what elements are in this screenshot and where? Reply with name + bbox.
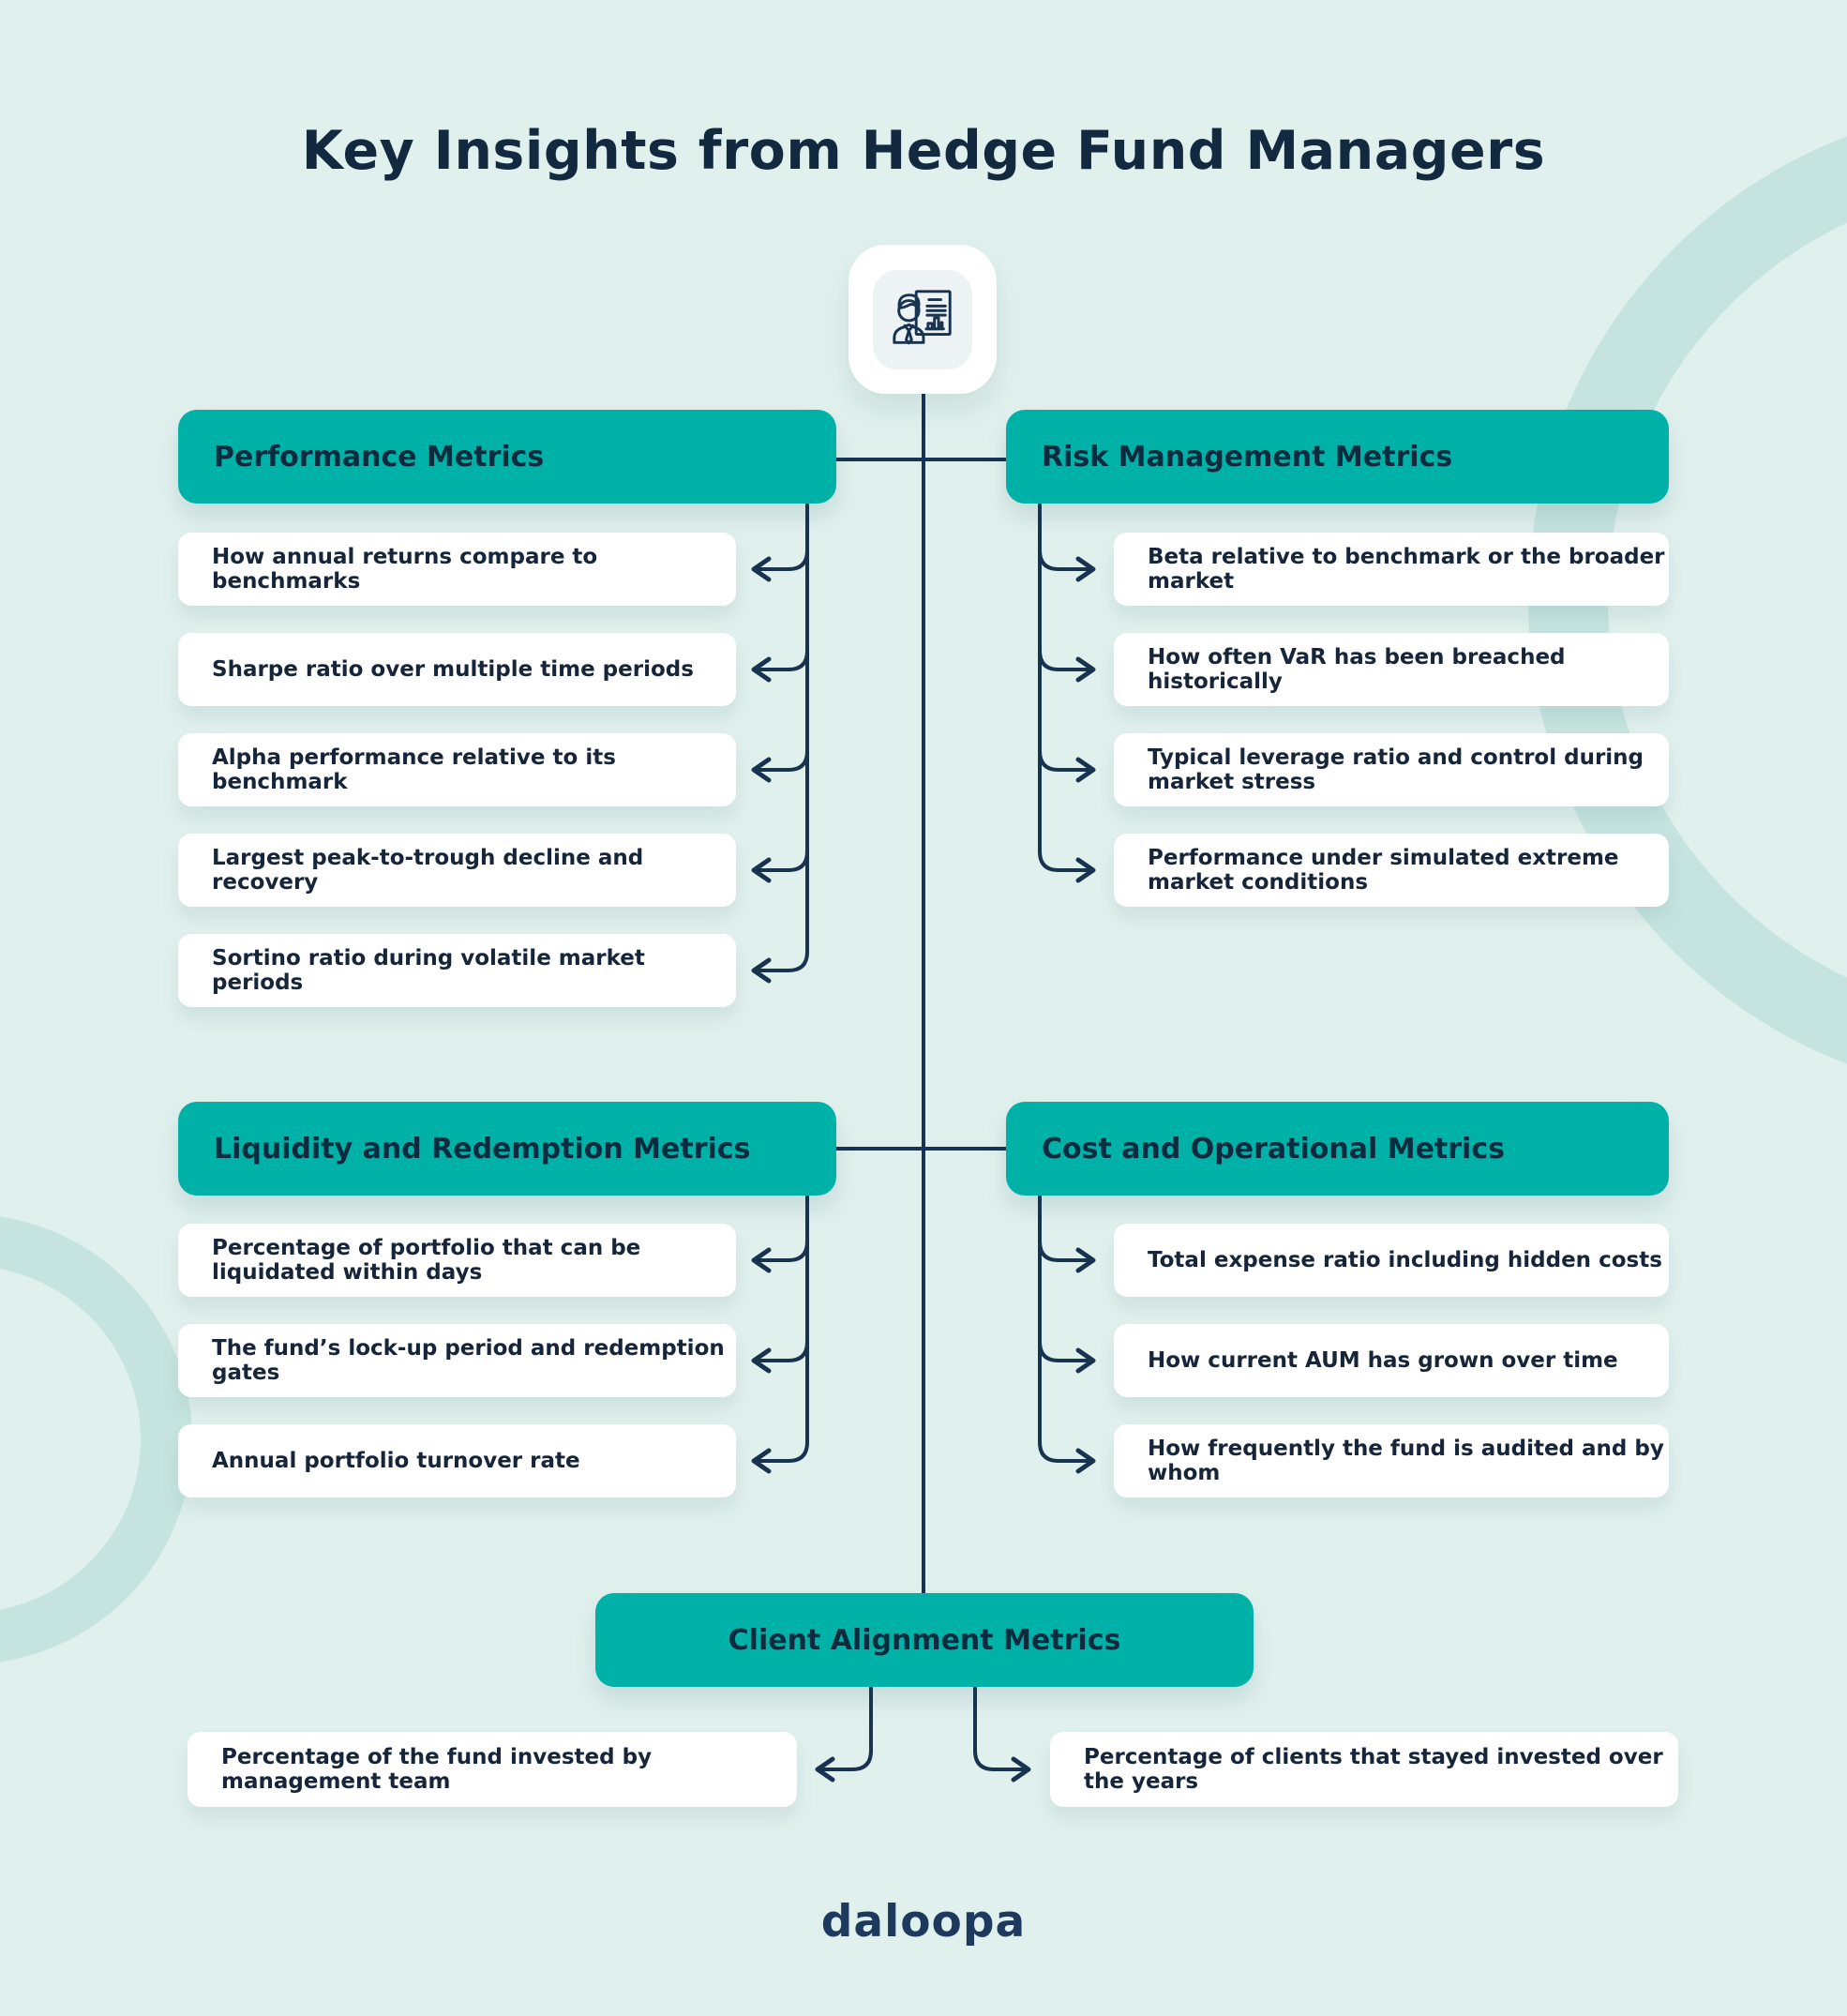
metric-item: Percentage of the fund invested by manag…	[188, 1732, 797, 1807]
section-header-label: Performance Metrics	[214, 440, 545, 474]
metric-item: Annual portfolio turnover rate	[178, 1424, 736, 1497]
center-icon-card	[848, 245, 997, 394]
section-header-client-alignment: Client Alignment Metrics	[595, 1593, 1254, 1687]
metric-item: Typical leverage ratio and control durin…	[1114, 733, 1669, 806]
daloopa-logo: daloopa	[820, 1896, 1027, 1948]
hedge-fund-manager-presentation-icon	[893, 289, 952, 344]
metric-item: Total expense ratio including hidden cos…	[1114, 1224, 1669, 1297]
metric-item: Beta relative to benchmark or the broade…	[1114, 533, 1669, 606]
section-header-label: Cost and Operational Metrics	[1042, 1132, 1505, 1166]
metric-item: Sortino ratio during volatile market per…	[178, 934, 736, 1007]
metric-item: Percentage of clients that stayed invest…	[1050, 1732, 1678, 1807]
section-header-liquidity: Liquidity and Redemption Metrics	[178, 1102, 836, 1196]
metric-item: The fund’s lock-up period and redemption…	[178, 1324, 736, 1397]
page-title: Key Insights from Hedge Fund Managers	[301, 120, 1546, 182]
metric-item: How frequently the fund is audited and b…	[1114, 1424, 1669, 1497]
metric-item: Sharpe ratio over multiple time periods	[178, 633, 736, 706]
metric-item: How annual returns compare to benchmarks	[178, 533, 736, 606]
section-header-risk: Risk Management Metrics	[1006, 410, 1669, 504]
metric-item: Alpha performance relative to its benchm…	[178, 733, 736, 806]
metric-item: Performance under simulated extreme mark…	[1114, 834, 1669, 907]
section-header-label: Liquidity and Redemption Metrics	[214, 1132, 751, 1166]
center-icon-background	[873, 269, 972, 369]
section-header-label: Risk Management Metrics	[1042, 440, 1453, 474]
section-header-cost: Cost and Operational Metrics	[1006, 1102, 1669, 1196]
metric-item: Percentage of portfolio that can be liqu…	[178, 1224, 736, 1297]
metric-item: How current AUM has grown over time	[1114, 1324, 1669, 1397]
section-header-label: Client Alignment Metrics	[728, 1623, 1121, 1657]
metric-item: How often VaR has been breached historic…	[1114, 633, 1669, 706]
metric-item: Largest peak-to-trough decline and recov…	[178, 834, 736, 907]
section-header-performance: Performance Metrics	[178, 410, 836, 504]
